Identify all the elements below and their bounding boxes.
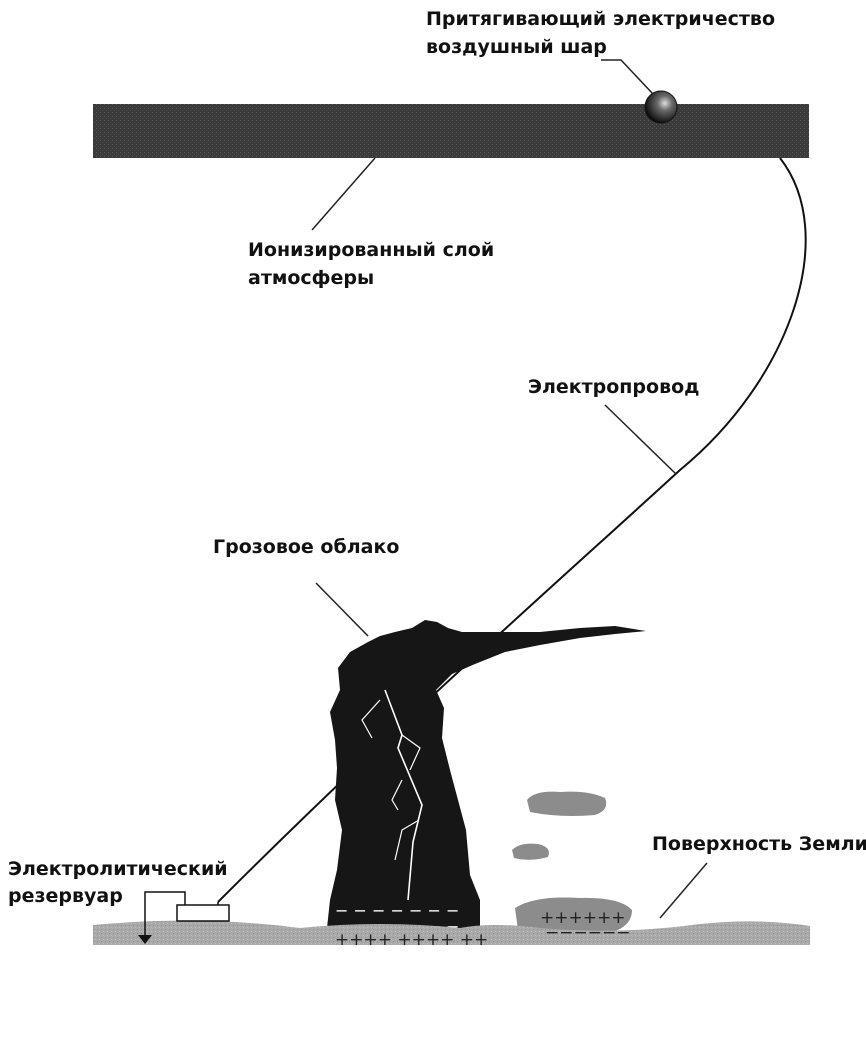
balloon-icon [645, 91, 677, 123]
balloon-leader-line [601, 60, 653, 94]
reservoir-label-line1: Электролитический [8, 858, 228, 880]
ionized-layer-leader-line [312, 158, 375, 230]
surface-leader-line [660, 863, 707, 918]
cloud-leader-line [316, 583, 368, 636]
wire-leader-line [605, 405, 676, 474]
cloud-label: Грозовое облако [213, 536, 399, 558]
small-cloud-1 [527, 792, 606, 816]
ground-positive-charges: ++++ ++++ ++ [335, 930, 488, 950]
ground-negative-charges: −−−−−− [545, 923, 630, 943]
ionized-layer-band [93, 104, 809, 158]
ionized-layer-label-line1: Ионизированный слой [248, 239, 494, 261]
small-cloud-2 [512, 844, 549, 860]
ionized-layer-label-line2: атмосферы [248, 267, 374, 289]
earth-surface-label: Поверхность Земли [652, 833, 866, 855]
reservoir-label-line2: резервуар [8, 885, 123, 907]
balloon-label-line2: воздушный шар [426, 36, 607, 58]
wire-label: Электропровод [528, 376, 700, 398]
balloon-label-line1: Притягивающий электричество [426, 8, 775, 30]
thunder-cloud: − − − − − − − − − − − − − − [327, 620, 646, 936]
